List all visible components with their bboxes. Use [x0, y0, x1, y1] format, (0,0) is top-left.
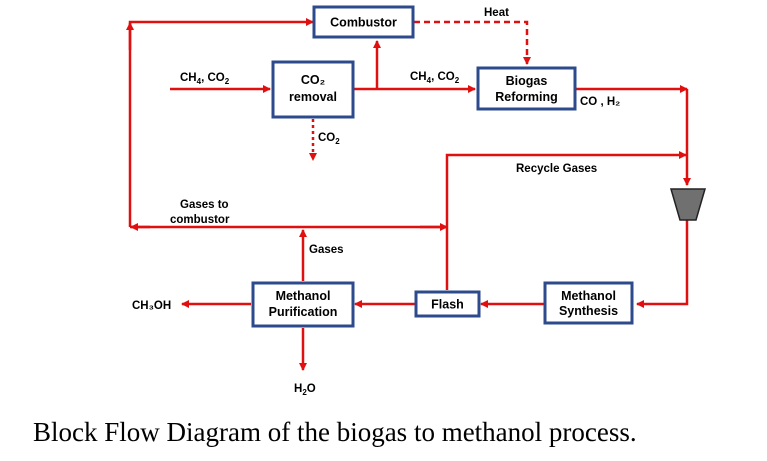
block-methanol-purification[interactable]: Methanol Purification — [251, 281, 355, 328]
co2-removal-label-line2: removal — [289, 90, 337, 104]
heat-line — [414, 20, 531, 65]
gases-label: Gases — [309, 244, 344, 256]
heat-label: Heat — [484, 7, 509, 19]
methanol-synthesis-label-line2: Synthesis — [559, 304, 618, 318]
flow-lines — [126, 18, 691, 371]
co2-removal-label-line1: CO₂ — [301, 73, 325, 87]
compressor-icon — [670, 188, 706, 221]
methanol-purification-label-line1: Methanol — [276, 289, 331, 303]
diagram-caption: Block Flow Diagram of the biogas to meth… — [33, 417, 637, 447]
recycle-gases-line — [445, 151, 687, 290]
methanol-purification-label-line2: Purification — [269, 305, 338, 319]
compressor-outlet-line — [636, 220, 689, 308]
combustor-label: Combustor — [330, 16, 397, 30]
gases-to-combustor-label-line2: combustor — [170, 214, 230, 226]
block-co2-removal[interactable]: CO₂ removal — [271, 60, 355, 119]
biogas-reforming-label-line2: Reforming — [495, 90, 558, 104]
block-biogas-reforming[interactable]: Biogas Reforming — [476, 66, 577, 111]
methanol-synthesis-label-line1: Methanol — [561, 289, 616, 303]
block-combustor[interactable]: Combustor — [312, 5, 415, 39]
block-flash[interactable]: Flash — [414, 290, 481, 318]
co2-vent-label: CO2 — [318, 132, 340, 146]
feed-stream-label: CH4, CO2 — [180, 72, 230, 86]
water-product-label: H2O — [294, 383, 316, 397]
block-methanol-synthesis[interactable]: Methanol Synthesis — [543, 281, 634, 325]
recycle-gases-label: Recycle Gases — [516, 163, 597, 175]
biogas-reforming-label-line1: Biogas — [506, 74, 548, 88]
flash-label: Flash — [431, 298, 464, 312]
methanol-product-label: CH₃OH — [132, 300, 171, 312]
syngas-label: CO , H₂ — [580, 96, 620, 108]
gases-to-combustor-riser-line — [128, 18, 314, 227]
reform-feed-stream-label: CH4, CO2 — [410, 71, 460, 85]
gases-to-combustor-label-line1: Gases to — [180, 199, 229, 211]
